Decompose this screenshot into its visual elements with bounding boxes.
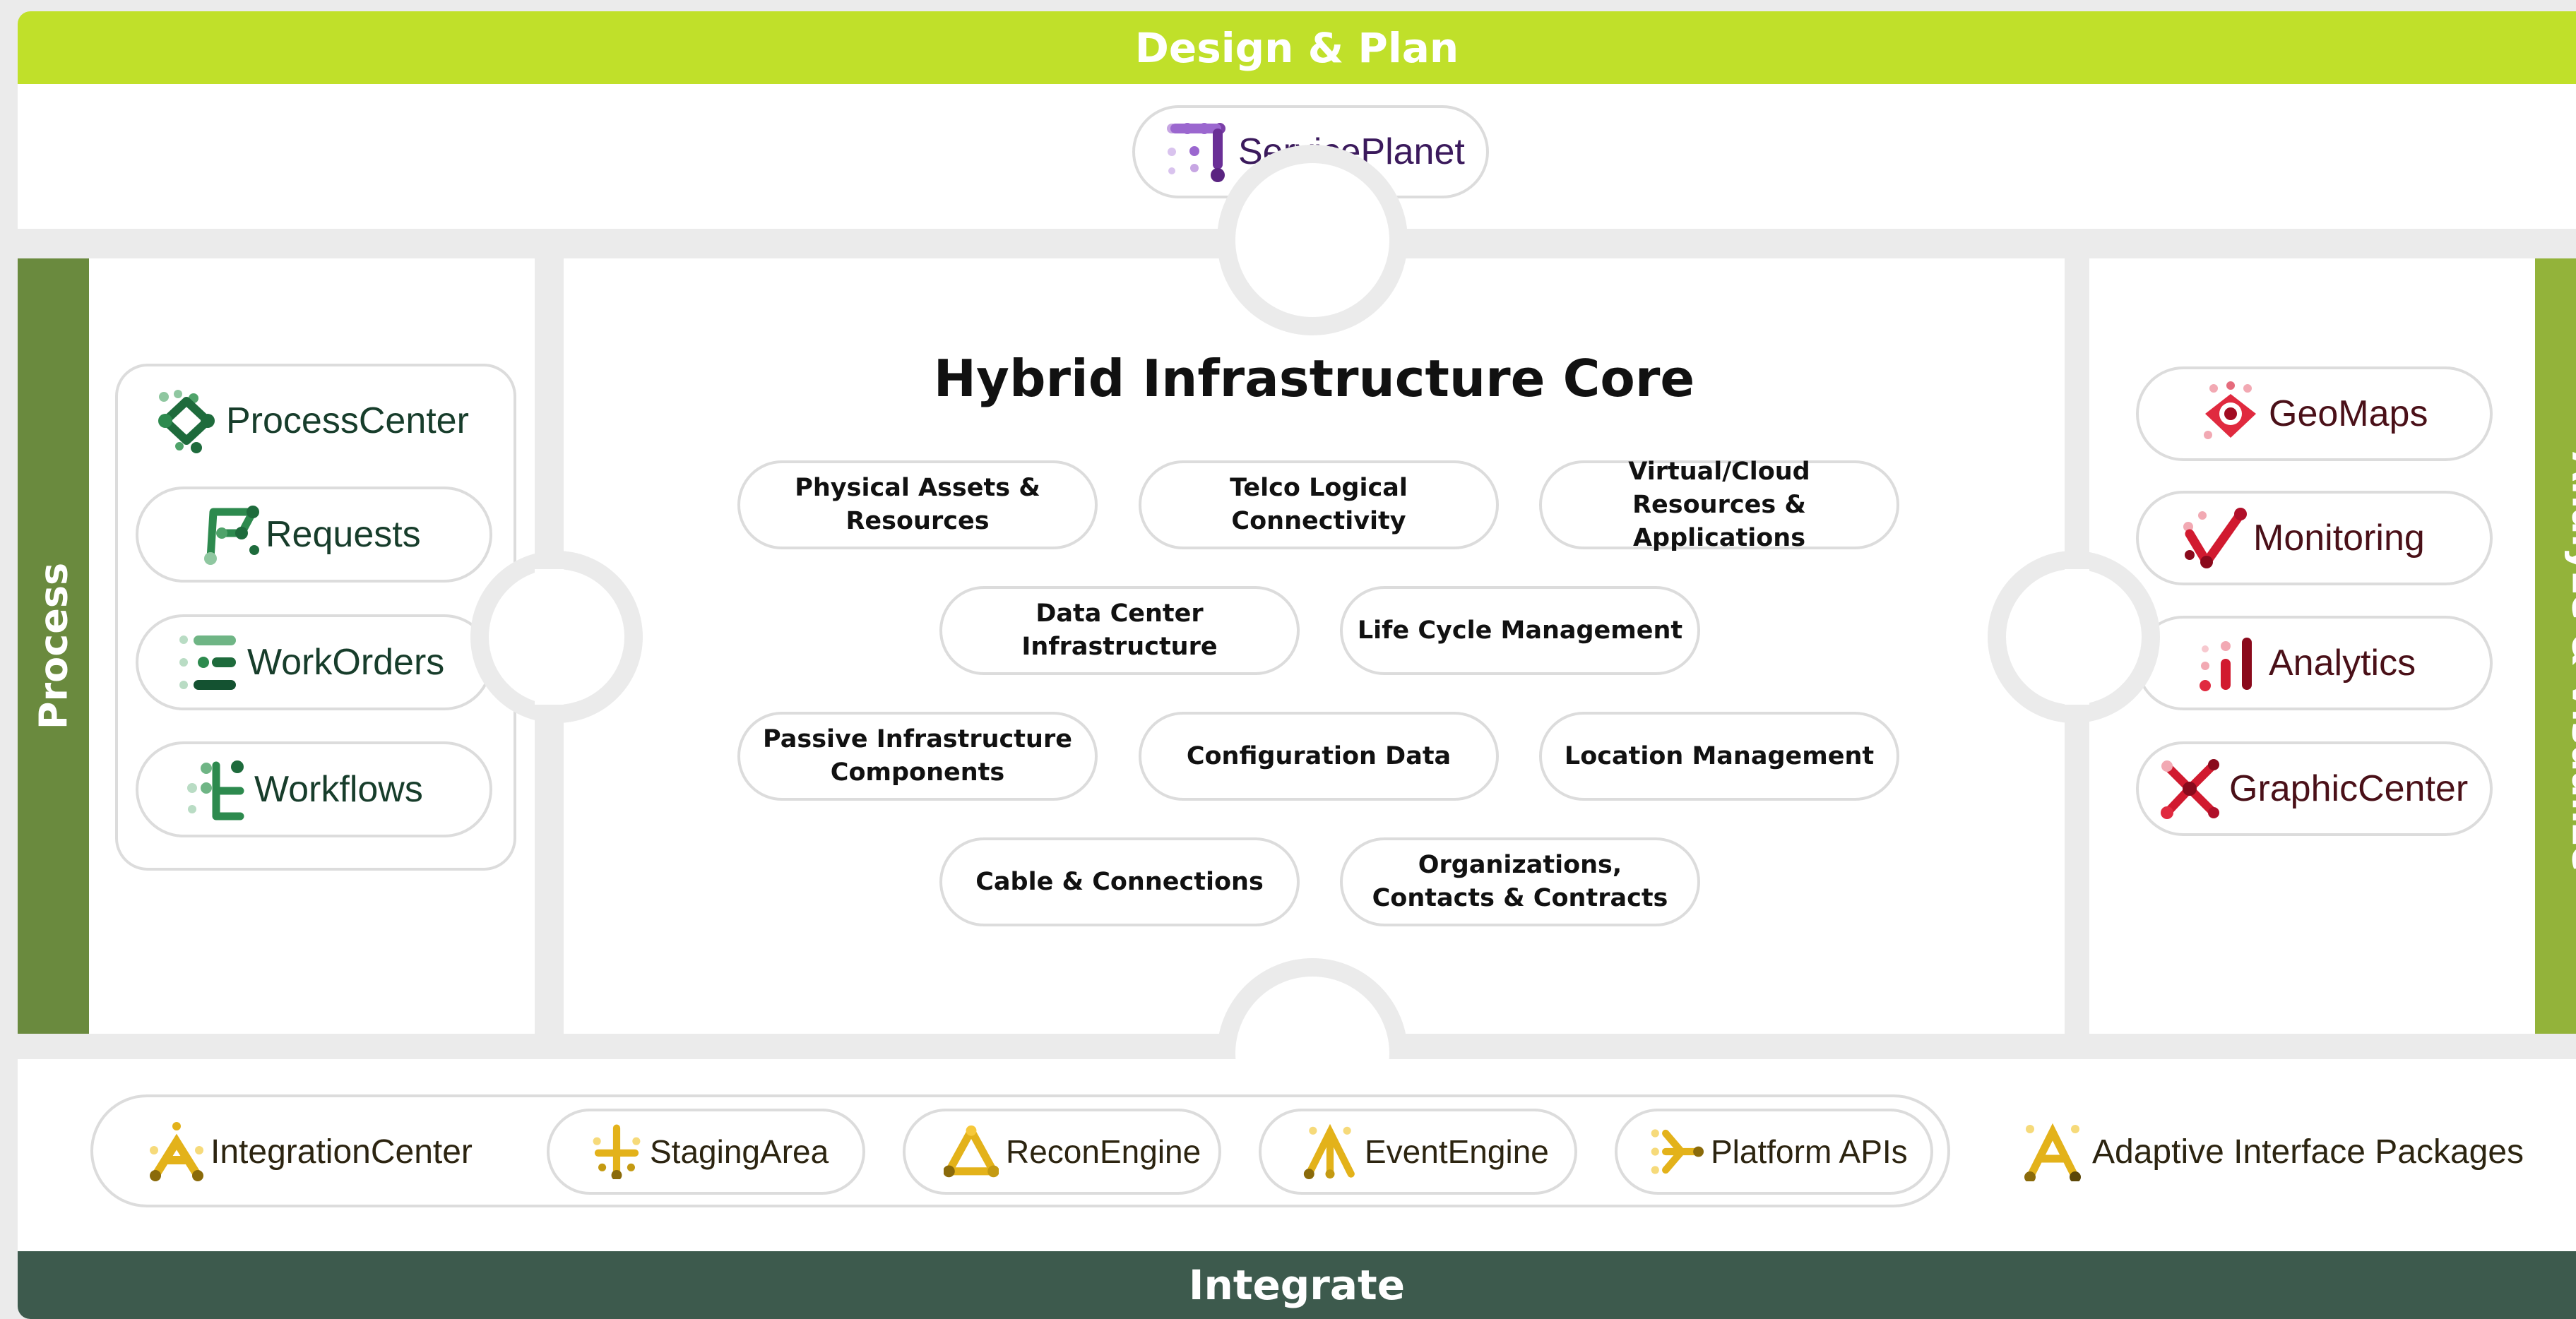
workorders-pill[interactable]: WorkOrders: [136, 614, 492, 710]
reconengine-pill[interactable]: ReconEngine: [903, 1109, 1221, 1195]
analyze-band-label: Analyze & Visualize: [2563, 451, 2576, 872]
core-item-data-center[interactable]: Data Center Infrastructure: [939, 586, 1300, 675]
core-title: Hybrid Infrastructure Core: [933, 349, 1695, 408]
processcenter-label: ProcessCenter: [226, 400, 469, 441]
workflows-label: Workflows: [254, 769, 423, 810]
platform-apis-icon: [1651, 1129, 1704, 1174]
process-band: Process: [18, 258, 89, 1034]
graphiccenter-icon: [2161, 759, 2219, 819]
serviceplanet-icon: [1167, 123, 1225, 182]
workorders-icon: [179, 635, 236, 690]
core-item-telco-logical[interactable]: Telco Logical Connectivity: [1139, 460, 1499, 549]
platform-apis-pill[interactable]: Platform APIs: [1615, 1109, 1933, 1195]
geomaps-icon: [2204, 381, 2256, 439]
workflows-icon: [187, 760, 244, 820]
process-band-label: Process: [31, 562, 76, 730]
core-item-physical-assets[interactable]: Physical Assets & Resources: [737, 460, 1098, 549]
reconengine-label: ReconEngine: [1006, 1133, 1201, 1170]
core-item-passive-infrastructure[interactable]: Passive Infrastructure Components: [737, 712, 1098, 801]
monitoring-icon: [2183, 508, 2247, 568]
core-panel: [564, 258, 2065, 1034]
stagingarea-label: StagingArea: [650, 1133, 829, 1170]
eventengine-icon: [1303, 1124, 1355, 1179]
stagingarea-pill[interactable]: StagingArea: [547, 1109, 865, 1195]
monitoring-pill[interactable]: Monitoring: [2136, 491, 2493, 585]
analytics-icon: [2200, 638, 2252, 691]
adaptive-interface-packages-item[interactable]: Adaptive Interface Packages: [2023, 1109, 2574, 1195]
analytics-label: Analytics: [2269, 643, 2416, 684]
adaptive-interface-packages-label: Adaptive Interface Packages: [2092, 1133, 2524, 1171]
core-item-location-management[interactable]: Location Management: [1539, 712, 1899, 801]
requests-label: Requests: [266, 514, 421, 555]
processcenter-pill[interactable]: ProcessCenter: [141, 373, 490, 469]
design-plan-band: Design & Plan: [18, 11, 2576, 84]
graphiccenter-label: GraphicCenter: [2229, 768, 2469, 809]
requests-pill[interactable]: Requests: [136, 487, 492, 583]
processcenter-icon: [158, 390, 215, 453]
eventengine-pill[interactable]: EventEngine: [1259, 1109, 1577, 1195]
analyze-band: Analyze & Visualize: [2535, 258, 2576, 1034]
notch-right-cover: [2065, 569, 2089, 705]
graphiccenter-pill[interactable]: GraphicCenter: [2136, 741, 2493, 836]
integrate-band: Integrate: [18, 1251, 2576, 1319]
integrationcenter-pill[interactable]: IntegrationCenter: [106, 1109, 501, 1195]
reconengine-icon: [944, 1125, 999, 1178]
workflows-pill[interactable]: Workflows: [136, 741, 492, 837]
core-item-life-cycle[interactable]: Life Cycle Management: [1340, 586, 1700, 675]
core-item-cable-connections[interactable]: Cable & Connections: [939, 837, 1300, 926]
integrationcenter-label: IntegrationCenter: [210, 1133, 473, 1171]
stagingarea-icon: [593, 1124, 641, 1179]
core-item-organizations[interactable]: Organizations, Contacts & Contracts: [1340, 837, 1700, 926]
workorders-label: WorkOrders: [247, 642, 445, 683]
core-item-configuration-data[interactable]: Configuration Data: [1139, 712, 1499, 801]
requests-icon: [204, 506, 259, 565]
notch-left-cover: [535, 569, 564, 705]
integrationcenter-icon: [150, 1122, 203, 1181]
geomaps-label: GeoMaps: [2269, 393, 2428, 434]
eventengine-label: EventEngine: [1365, 1133, 1549, 1170]
geomaps-pill[interactable]: GeoMaps: [2136, 366, 2493, 461]
platform-apis-label: Platform APIs: [1711, 1133, 1908, 1170]
notch-top: [1217, 145, 1408, 335]
analytics-pill[interactable]: Analytics: [2136, 616, 2493, 710]
monitoring-label: Monitoring: [2253, 518, 2425, 559]
core-item-virtual-cloud[interactable]: Virtual/Cloud Resources & Applications: [1539, 458, 1899, 552]
design-plan-band-label: Design & Plan: [1134, 23, 1459, 72]
integrate-band-label: Integrate: [1188, 1261, 1406, 1309]
adaptive-interface-packages-icon: [2024, 1123, 2081, 1181]
